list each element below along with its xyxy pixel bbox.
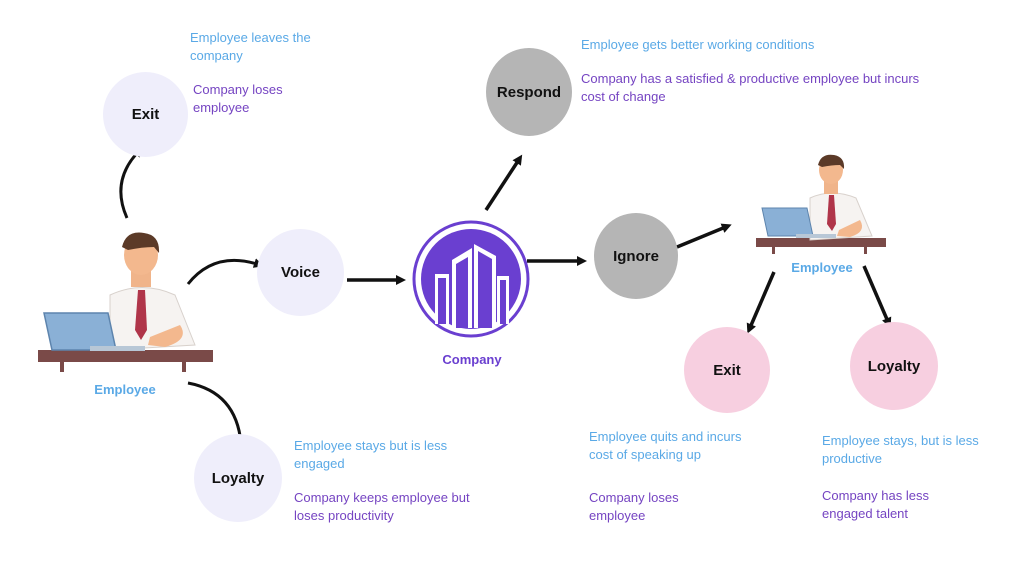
- arrow-employee-to-exit-right: [746, 271, 776, 334]
- exit-right-employee-note: Employee quits and incurs cost of speaki…: [589, 429, 742, 462]
- loyalty-right-company-note: Company has less engaged talent: [822, 488, 929, 521]
- exit-left-employee-note: Employee leaves the company: [190, 30, 311, 63]
- left-employee-label: Employee: [94, 382, 156, 397]
- employee-laptop-icon: [756, 154, 886, 254]
- loyalty-left-company-note: Company keeps employee but loses product…: [294, 490, 470, 523]
- company-logo: [412, 220, 530, 338]
- loyalty-node-left: Loyalty: [194, 434, 282, 522]
- exit-left-company-note: Company loses employee: [193, 82, 283, 115]
- employee-laptop-icon: [38, 232, 213, 372]
- respond-node: Respond: [486, 48, 572, 136]
- voice-node: Voice: [257, 229, 344, 316]
- respond-employee-note: Employee gets better working conditions: [581, 37, 815, 52]
- arrow-employee-to-loyalty-right: [862, 265, 892, 328]
- respond-company-note: Company has a satisfied & productive emp…: [581, 71, 920, 104]
- arrow-employee-to-voice: [186, 258, 264, 285]
- left-employee: [30, 225, 220, 375]
- right-employee-label: Employee: [791, 260, 853, 275]
- exit-node-right: Exit: [684, 327, 770, 413]
- arrow-employee-to-exit: [119, 147, 143, 219]
- ignore-node: Ignore: [594, 213, 678, 299]
- company-label: Company: [442, 352, 502, 367]
- arrow-ignore-to-employee: [676, 223, 732, 249]
- right-employee: [752, 150, 892, 255]
- arrow-employee-to-loyalty: [187, 381, 246, 447]
- exit-right-company-note: Company loses employee: [589, 490, 679, 523]
- exit-node-left: Exit: [103, 72, 188, 157]
- loyalty-right-employee-note: Employee stays, but is less productive: [822, 433, 979, 466]
- arrow-company-to-respond: [484, 154, 523, 211]
- loyalty-left-employee-note: Employee stays but is less engaged: [294, 438, 448, 471]
- loyalty-node-right: Loyalty: [850, 322, 938, 410]
- company-building-icon: [412, 220, 530, 338]
